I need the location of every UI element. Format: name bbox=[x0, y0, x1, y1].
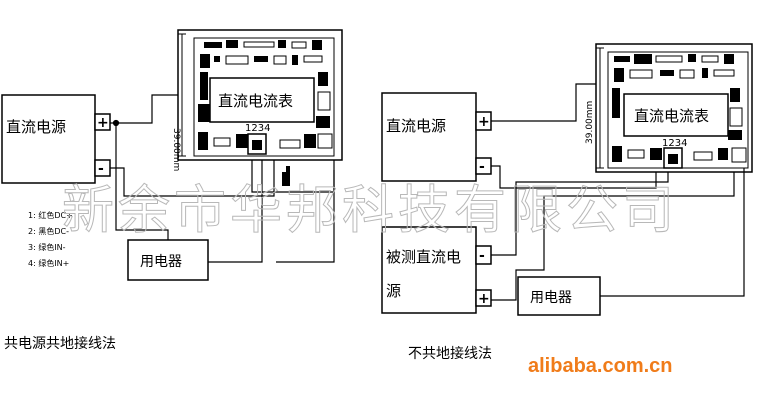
right-caption: 不共地接线法 bbox=[408, 345, 492, 362]
left-meter-label: 直流电流表 bbox=[218, 92, 293, 110]
right-measured-label-2: 源 bbox=[386, 282, 401, 300]
left-wires bbox=[110, 94, 335, 263]
left-power-label: 直流电源 bbox=[6, 118, 66, 136]
left-load-box bbox=[127, 239, 209, 281]
right-meter bbox=[595, 43, 753, 173]
right-meter-pins: 1234 bbox=[662, 138, 687, 149]
left-legend-4: 4: 绿色IN+ bbox=[28, 258, 69, 268]
right-measured-plus-terminal bbox=[475, 289, 492, 307]
left-power-box bbox=[1, 94, 96, 184]
left-minus-sign: - bbox=[98, 161, 104, 177]
right-load-label: 用电器 bbox=[530, 290, 572, 306]
right-power-box bbox=[381, 92, 477, 182]
right-measured-label-1: 被测直流电 bbox=[386, 248, 461, 266]
right-meter-dimension: 39.00mm bbox=[585, 101, 595, 144]
left-legend-2: 2: 黑色DC- bbox=[28, 226, 69, 236]
brand-logo-text: alibaba.com.cn bbox=[528, 355, 673, 377]
left-caption: 共电源共地接线法 bbox=[4, 335, 116, 352]
right-load-box bbox=[517, 276, 601, 316]
right-power-label: 直流电源 bbox=[386, 117, 446, 135]
left-meter-pins: 1234 bbox=[245, 123, 270, 134]
right-plus-sign: + bbox=[478, 114, 490, 130]
right-minus-sign: - bbox=[479, 159, 485, 175]
right-meter-label: 直流电流表 bbox=[634, 107, 709, 125]
left-meter-dimension: 39.00mm bbox=[171, 128, 181, 171]
left-legend-3: 3: 绿色IN- bbox=[28, 242, 66, 252]
left-legend-1: 1: 红色DC+ bbox=[28, 210, 73, 220]
right-wires bbox=[491, 83, 745, 301]
left-plus-terminal bbox=[94, 113, 111, 131]
left-load-label: 用电器 bbox=[140, 254, 182, 270]
company-watermark: 新余市华邦科技有限公司 bbox=[62, 181, 678, 241]
right-measured-box bbox=[381, 226, 477, 314]
left-meter bbox=[177, 29, 343, 186]
right-measured-minus-sign: - bbox=[479, 248, 485, 264]
right-measured-plus-sign: + bbox=[478, 291, 490, 307]
left-plus-sign: + bbox=[97, 115, 109, 131]
